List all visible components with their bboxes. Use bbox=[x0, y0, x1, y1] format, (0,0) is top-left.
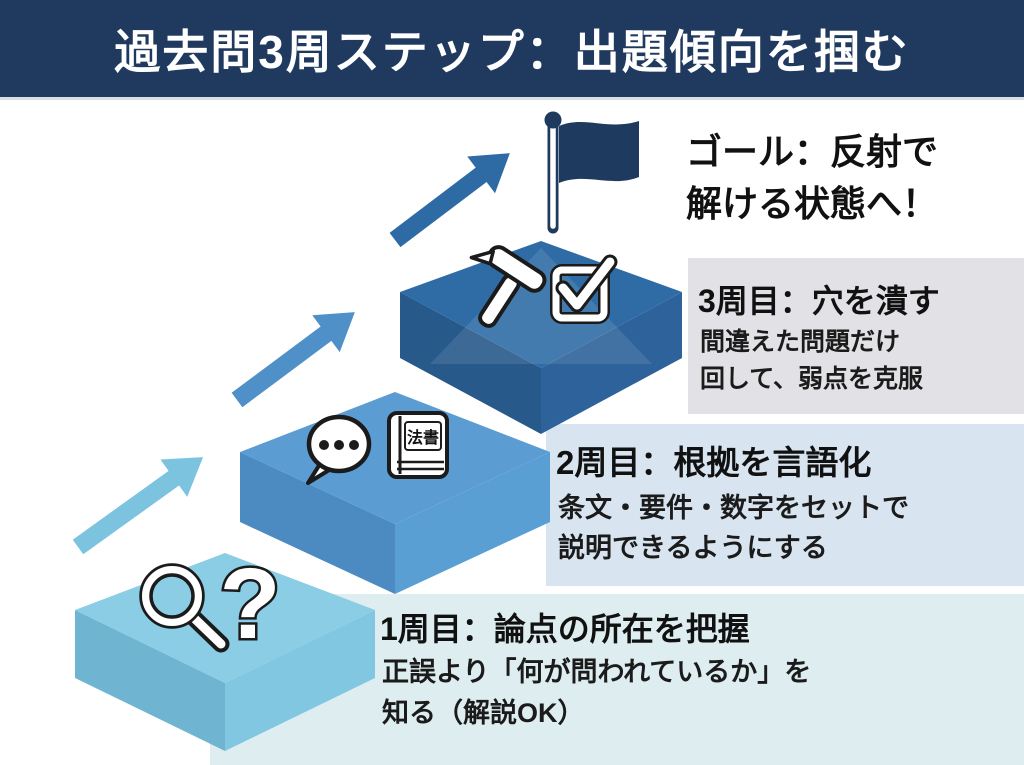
question-mark-icon: ? bbox=[219, 548, 280, 660]
arrow-up-icon-1 bbox=[72, 457, 204, 555]
round-3-panel bbox=[688, 258, 1024, 414]
step-3-top-face bbox=[400, 241, 682, 368]
magnifier-icon bbox=[139, 563, 230, 653]
step-3-right-face bbox=[541, 292, 682, 434]
goal-line-2: 解ける状態へ！ bbox=[686, 183, 939, 224]
step-3-box bbox=[400, 241, 682, 434]
step-3-highlight bbox=[430, 248, 652, 364]
law-book-label: 法書 bbox=[407, 428, 439, 447]
round-3-desc-line-1: 間違えた問題だけ bbox=[700, 328, 901, 356]
speech-bubble-icon bbox=[306, 414, 372, 485]
law-book-icon: 法書 bbox=[387, 411, 449, 479]
header-bar: 過去問3周ステップ：出題傾向を掴む bbox=[0, 0, 1024, 100]
round-1-desc-line-2: 知る（解説OK） bbox=[382, 698, 585, 728]
round-2-panel bbox=[546, 424, 1024, 586]
arrow-up-icon-3 bbox=[389, 153, 510, 248]
step-1-left-face bbox=[75, 610, 225, 751]
step-2-left-face bbox=[240, 452, 395, 594]
round-1-desc-line-1: 正誤より「何が問われているか」を bbox=[382, 657, 812, 687]
hammer-icon bbox=[469, 245, 547, 328]
round-2-desc-line-2: 説明できるようにする bbox=[558, 533, 828, 563]
goal-text: ゴール：反射で 解ける状態へ！ bbox=[686, 126, 938, 230]
checkbox-icon bbox=[550, 254, 618, 324]
goal-flag-icon bbox=[544, 111, 639, 234]
round-2-desc-line-1: 条文・要件・数字をセットで bbox=[558, 493, 909, 523]
round-2-title: 2周目：根拠を言語化 bbox=[556, 444, 872, 481]
round-3-description: 間違えた問題だけ 回して、弱点を克服 bbox=[700, 324, 923, 398]
round-3-desc-line-2: 回して、弱点を克服 bbox=[700, 365, 924, 393]
step-3-left-face bbox=[400, 292, 541, 434]
round-1-description: 正誤より「何が問われているか」を 知る（解説OK） bbox=[382, 652, 811, 734]
step-1-right-face bbox=[225, 610, 375, 751]
goal-line-1: ゴール：反射で bbox=[686, 131, 939, 172]
arrow-up-icon-2 bbox=[231, 312, 355, 408]
staircase-diagram: ? 法書 bbox=[72, 111, 682, 751]
round-1-title: 1周目：論点の所在を把握 bbox=[380, 611, 750, 647]
page-title: 過去問3周ステップ：出題傾向を掴む bbox=[114, 25, 910, 78]
round-3-title: 3周目：穴を潰す bbox=[698, 283, 940, 319]
step-2-right-face bbox=[395, 452, 550, 594]
round-2-description: 条文・要件・数字をセットで 説明できるようにする bbox=[558, 488, 909, 568]
